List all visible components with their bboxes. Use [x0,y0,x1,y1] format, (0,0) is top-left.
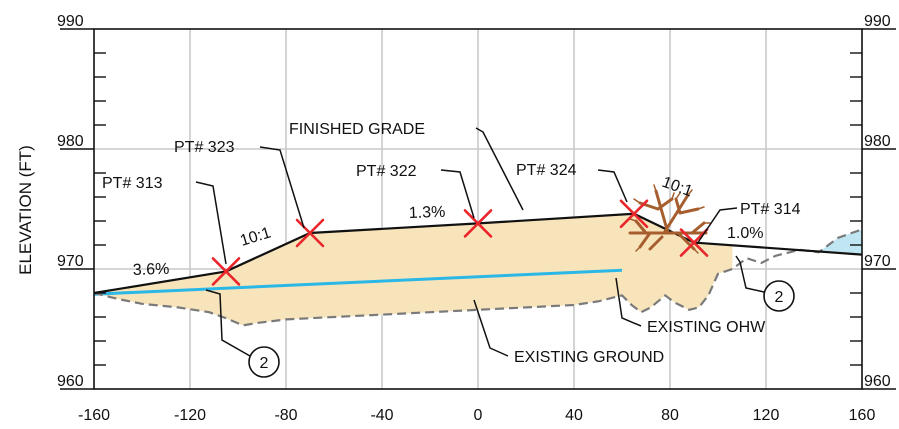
y-tick-label-left: 960 [57,373,84,390]
x-tick-label: -80 [274,407,297,424]
note-number: 2 [775,289,784,306]
y-tick-label-left: 970 [57,253,84,270]
note-circle [763,280,795,312]
note-circle [248,346,280,378]
existing-ohw-line [93,268,623,296]
y-tick-labels-right: 960 970 980 990 [864,13,891,390]
x-tick-labels: -160 -120 -80 -40 0 40 80 120 160 [78,407,875,424]
brush-branches [628,189,708,251]
slope-label-1-0: 1.0% [727,225,763,242]
leader-line [259,146,305,229]
leader-line [475,127,524,211]
y-tick-label-right: 960 [864,373,891,390]
chart-border [93,28,863,390]
note-number: 2 [260,355,269,372]
y-tick-label-right: 970 [864,253,891,270]
fill-area [94,213,733,326]
y-tick-label-left: 980 [57,133,84,150]
point-markers [211,199,709,286]
x-tick-label: 0 [474,407,483,424]
point-marker [295,218,325,248]
point-marker [619,199,649,229]
point-marker [679,228,709,257]
leader-line [195,181,227,265]
leader-line [205,289,251,357]
x-tick-label: -120 [174,407,206,424]
existing-ohw-label: EXISTING OHW [647,319,766,336]
grid-lines [94,29,862,389]
leader-line [696,207,738,245]
note-2-right: 2 [763,280,795,312]
point-marker [463,209,493,238]
brush-twigs [629,184,711,254]
y-axis-title: ELEVATION (FT) [16,145,35,275]
water-area [799,229,862,255]
leader-line [597,169,628,203]
leader-line [735,255,765,293]
pt313-label: PT# 313 [102,175,163,192]
x-tick-label: 120 [753,407,780,424]
x-tick-label: 40 [565,407,583,424]
pt314-label: PT# 314 [740,201,801,218]
x-tick-label: 80 [661,407,679,424]
leader-line [440,169,475,219]
pt322-label: PT# 322 [356,163,417,180]
leader-line [615,277,642,327]
pt324-label: PT# 324 [516,162,577,179]
pt323-label: PT# 323 [174,139,235,156]
brush-pile-icon [628,184,711,254]
x-tick-label: -40 [370,407,393,424]
y-tick-label-right: 990 [864,13,891,30]
slope-label-10-1-left: 10:1 [238,224,273,249]
y-tick-label-right: 980 [864,133,891,150]
slope-label-1-3: 1.3% [409,204,446,222]
y-tick-labels-left: 960 970 980 990 [57,13,84,390]
existing-ground-line [93,228,863,327]
x-tick-label: 160 [849,407,876,424]
x-tick-label: -160 [78,407,110,424]
point-marker [211,257,241,286]
chart-frame [60,28,896,390]
note-2-left: 2 [248,346,280,378]
finished-grade-label: FINISHED GRADE [289,121,425,138]
slope-label-3-6: 3.6% [133,261,170,279]
leader-lines [195,127,765,357]
y-tick-label-left: 990 [57,13,84,30]
existing-ground-label: EXISTING GROUND [514,349,664,366]
leader-line [473,299,509,357]
